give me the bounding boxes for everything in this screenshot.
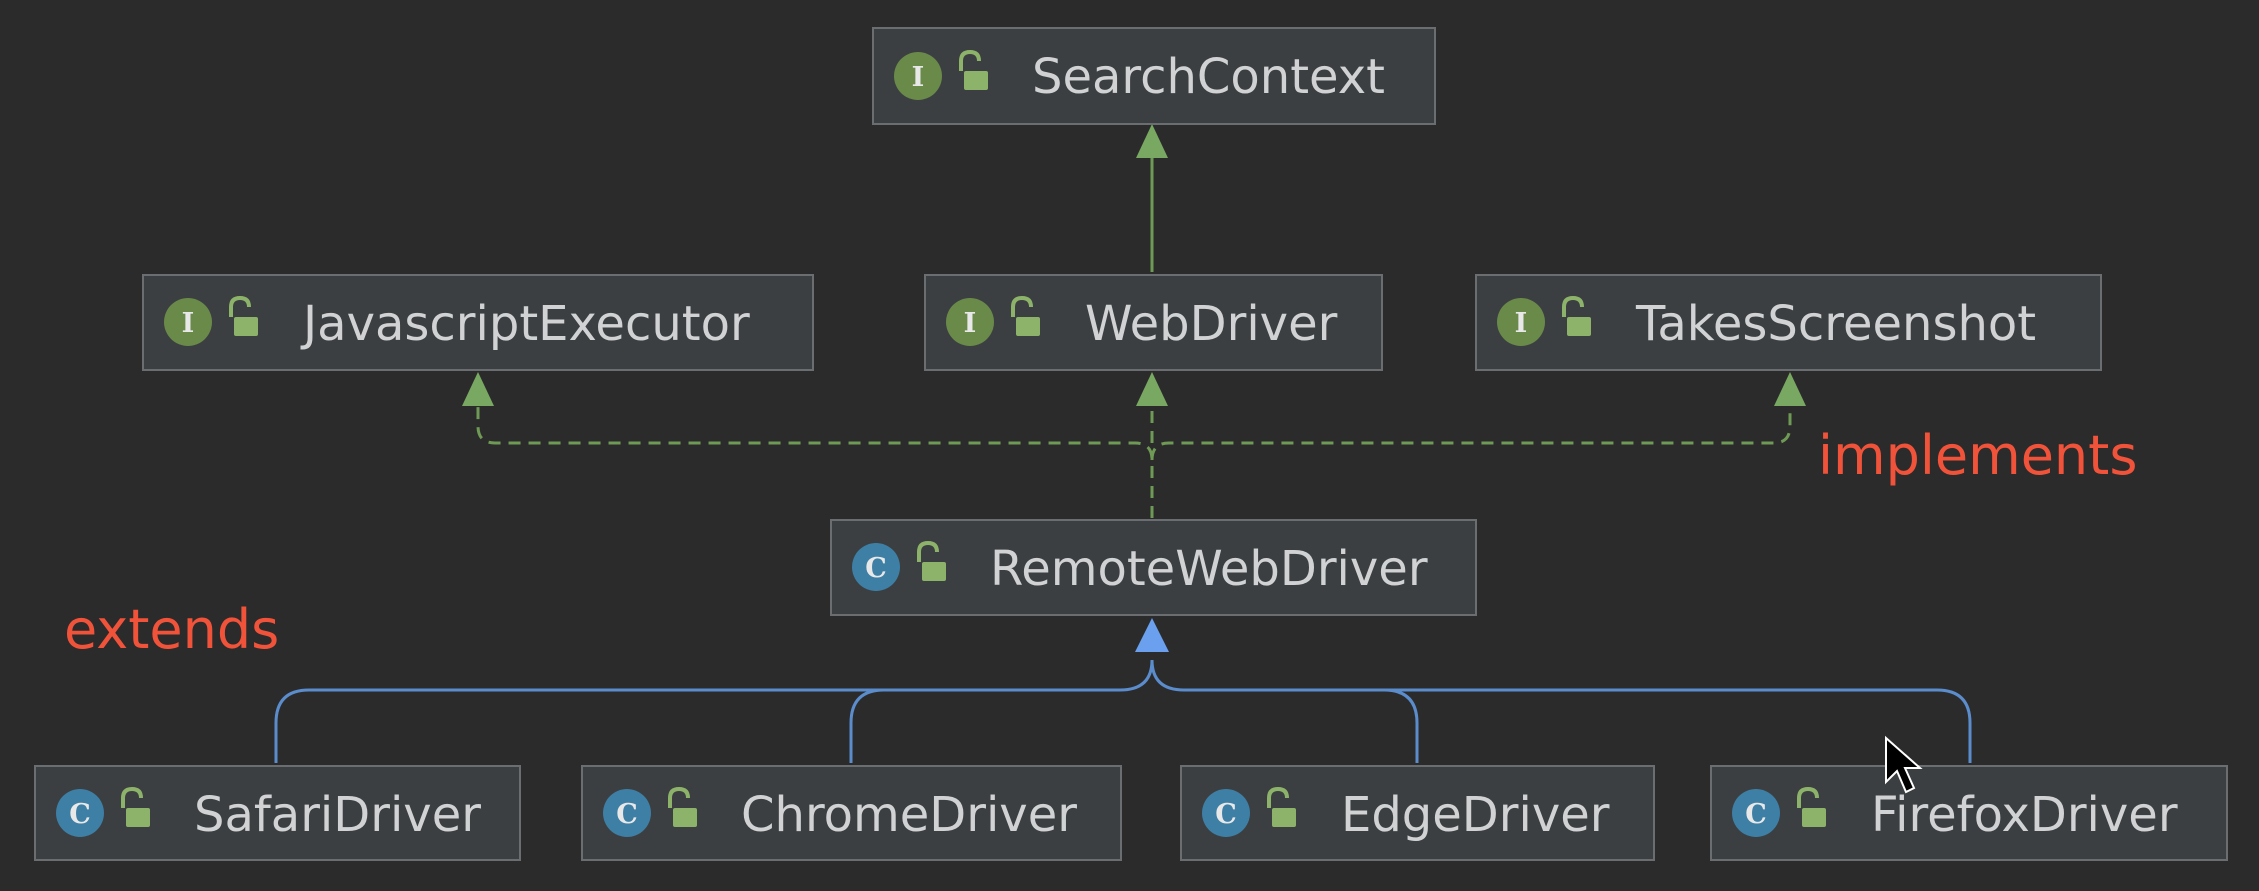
mouse-cursor-icon [1885, 735, 1923, 794]
class-icon: C [1202, 789, 1250, 837]
unlocked-icon [959, 49, 988, 90]
edges-extends [274, 618, 1972, 763]
class-icon: C [852, 543, 900, 591]
node-edgedriver[interactable]: C EdgeDriver [1180, 765, 1655, 861]
node-chromedriver[interactable]: C ChromeDriver [581, 765, 1122, 861]
node-firefoxdriver[interactable]: C FirefoxDriver [1710, 765, 2228, 861]
interface-icon: I [164, 298, 212, 346]
arrow-to-remotewebdriver [1135, 618, 1169, 652]
interface-icon: I [894, 52, 942, 100]
svg-text:C: C [865, 553, 887, 584]
node-label: RemoteWebDriver [990, 541, 1428, 597]
unlocked-icon [1267, 786, 1296, 827]
node-label: FirefoxDriver [1871, 787, 2178, 843]
node-label: ChromeDriver [741, 787, 1077, 843]
edge-webdriver-searchcontext [1136, 124, 1168, 272]
node-searchcontext[interactable]: I SearchContext [872, 27, 1436, 125]
svg-text:I: I [182, 308, 195, 339]
node-label: TakesScreenshot [1635, 296, 2036, 352]
node-label: EdgeDriver [1341, 787, 1610, 843]
node-label: SafariDriver [194, 787, 481, 843]
class-icon: C [56, 789, 104, 837]
node-remotewebdriver[interactable]: C RemoteWebDriver [830, 519, 1477, 616]
unlocked-icon [917, 540, 946, 581]
unlocked-icon [1011, 295, 1040, 336]
extends-annotation: extends [64, 598, 279, 661]
svg-text:C: C [616, 799, 638, 830]
svg-text:C: C [1745, 799, 1767, 830]
svg-text:C: C [1215, 799, 1237, 830]
arrow-to-javascriptexecutor [462, 372, 494, 406]
unlocked-icon [229, 295, 258, 336]
implements-annotation: implements [1818, 424, 2137, 487]
node-webdriver[interactable]: I WebDriver [924, 274, 1383, 371]
node-label: WebDriver [1085, 296, 1338, 352]
node-javascriptexecutor[interactable]: I JavascriptExecutor [142, 274, 814, 371]
node-takesscreenshot[interactable]: I TakesScreenshot [1475, 274, 2102, 371]
class-icon: C [1732, 789, 1780, 837]
svg-text:I: I [964, 308, 977, 339]
unlocked-icon [668, 786, 697, 827]
svg-text:C: C [69, 799, 91, 830]
unlocked-icon [1562, 295, 1591, 336]
edges-implements [462, 372, 1806, 518]
node-label: SearchContext [1032, 49, 1385, 105]
interface-icon: I [946, 298, 994, 346]
arrow-to-takesscreenshot [1774, 372, 1806, 406]
arrow-to-webdriver [1136, 372, 1168, 406]
unlocked-icon [1797, 786, 1826, 827]
svg-text:I: I [912, 62, 925, 93]
node-label: JavascriptExecutor [300, 296, 750, 352]
unlocked-icon [121, 786, 150, 827]
class-icon: C [603, 789, 651, 837]
svg-text:I: I [1515, 308, 1528, 339]
interface-icon: I [1497, 298, 1545, 346]
node-safaridriver[interactable]: C SafariDriver [34, 765, 521, 861]
